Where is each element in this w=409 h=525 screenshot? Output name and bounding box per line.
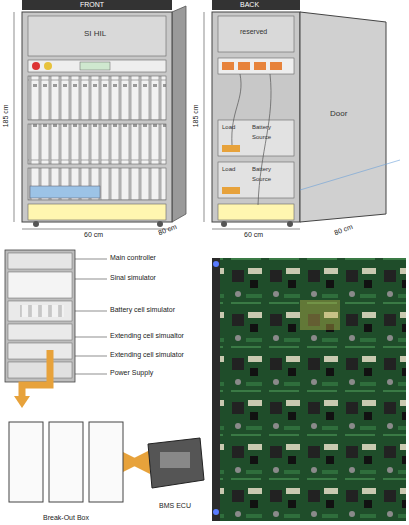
device-drawing xyxy=(5,418,127,512)
part-label: Battery xyxy=(252,124,271,131)
part-label: BACK xyxy=(240,1,259,9)
part-label: FRONT xyxy=(80,1,104,9)
device-label: Break-Out Box xyxy=(5,514,127,521)
part-label: Battery xyxy=(252,166,271,173)
part-label: reserved xyxy=(240,28,267,36)
part-label: SI HIL xyxy=(84,30,106,39)
part-label: 80 cm xyxy=(333,223,354,237)
part-label: Battery cell simulator xyxy=(110,306,175,314)
device-drawing xyxy=(142,430,208,500)
connector-arrow xyxy=(129,461,140,464)
part-label: Load xyxy=(222,124,235,131)
part-label: Extending cell simulator xyxy=(110,351,184,359)
break-out-box: Break-Out Box xyxy=(5,418,127,522)
part-label: Source xyxy=(252,134,271,141)
part-label: Load xyxy=(222,166,235,173)
part-label: Power Supply xyxy=(110,369,153,377)
part-label: Door xyxy=(330,110,347,119)
part-label: 185 cm xyxy=(192,104,200,127)
part-label: Extending cell simualtor xyxy=(110,332,184,340)
part-label: 185 cm xyxy=(2,104,10,127)
part-label: Main controller xyxy=(110,254,156,262)
device-label: BMS ECU xyxy=(142,502,208,509)
part-label: 60 cm xyxy=(84,231,103,239)
part-label: Sinal simulator xyxy=(110,274,156,282)
part-label: 60 cm xyxy=(244,231,263,239)
part-label: Source xyxy=(252,176,271,183)
ecu-unit: BMS ECU xyxy=(142,430,208,510)
